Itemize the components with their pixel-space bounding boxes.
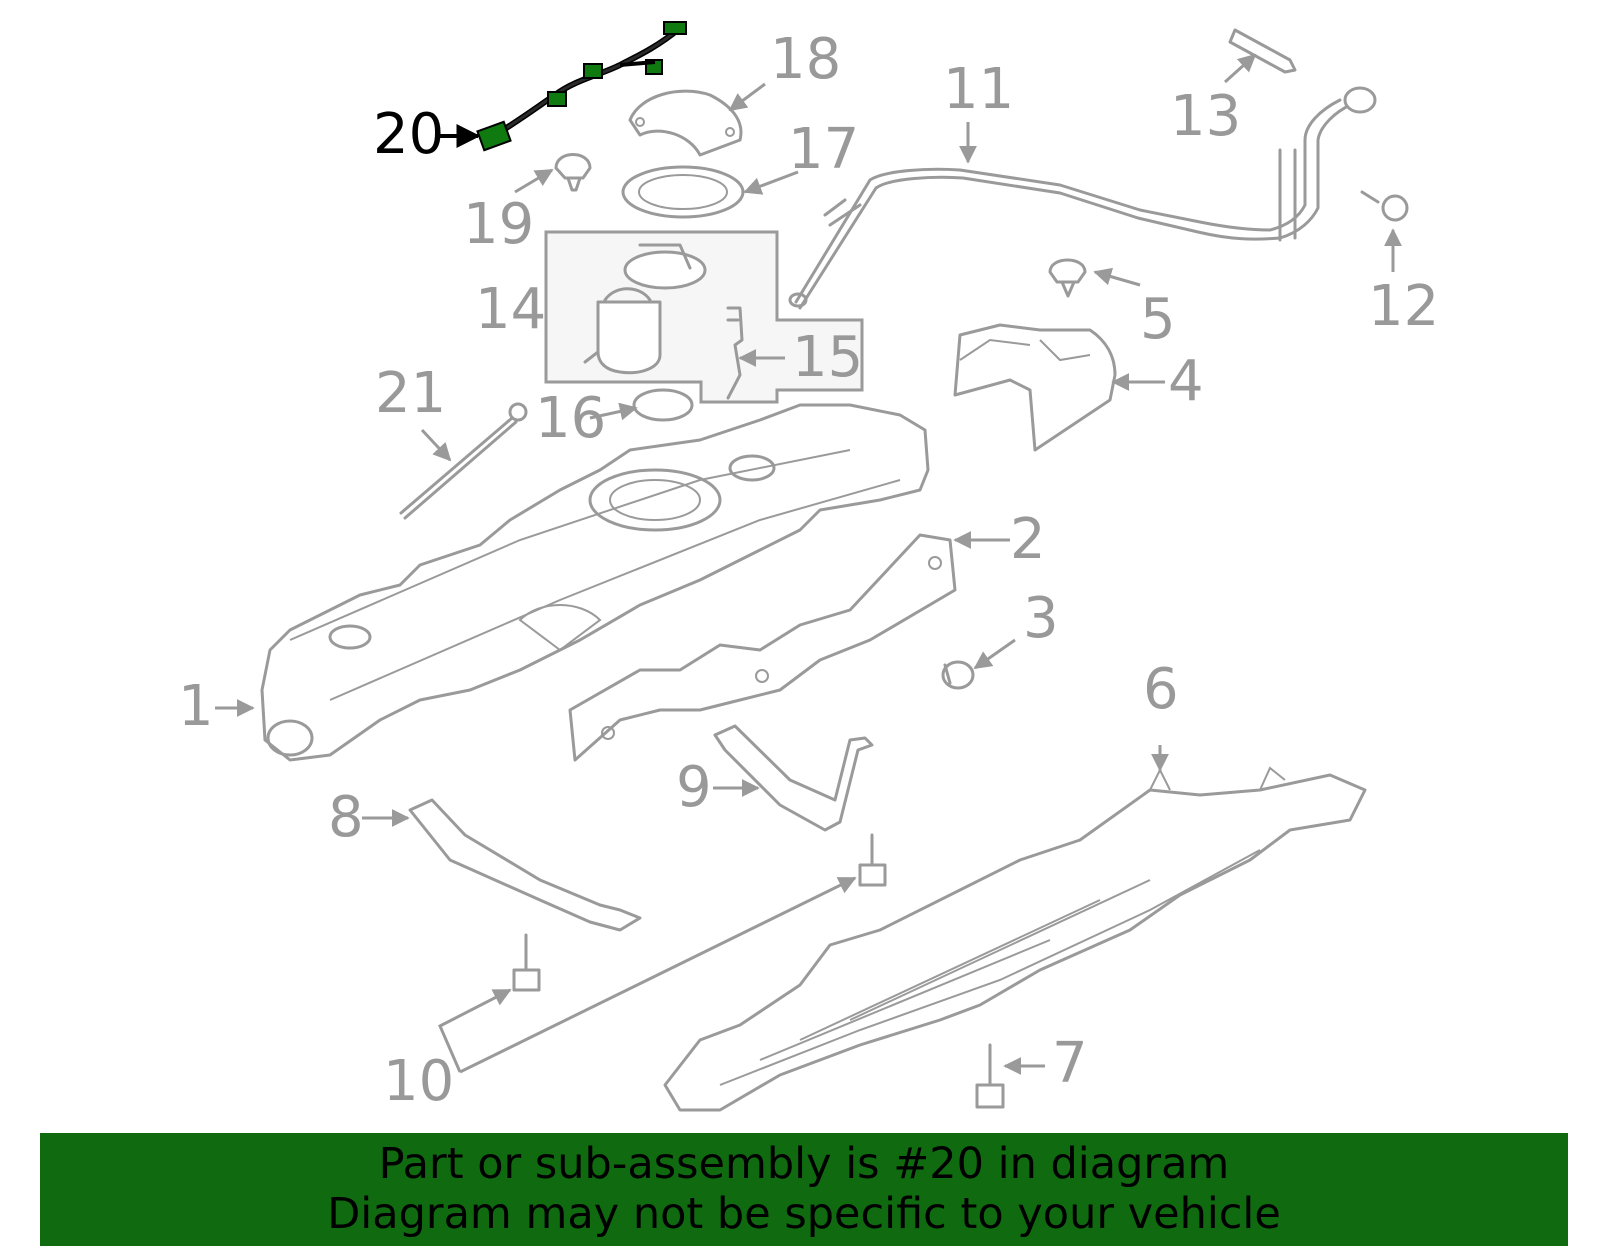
strap-part-9[interactable] [713,724,874,832]
fuel-tank-part-1[interactable] [260,403,930,762]
callout-16: 16 [535,386,606,451]
callout-14: 14 [475,277,546,342]
callout-12: 12 [1368,274,1439,339]
info-banner: Part or sub-assembly is #20 in diagram D… [40,1133,1568,1246]
hose-part-13[interactable] [1228,28,1297,74]
callout-10: 10 [383,1049,454,1114]
tube-part-21[interactable] [399,402,528,520]
callout-13: 13 [1170,84,1241,149]
strap-part-8[interactable] [408,798,642,932]
callout-3: 3 [1023,586,1059,651]
lock-ring-part-17[interactable] [621,165,745,219]
callout-4: 4 [1168,349,1204,414]
clip-part-3[interactable] [941,660,975,690]
sender-part-15[interactable] [726,306,744,400]
bolt-part-7[interactable] [975,1043,1005,1109]
heat-shield-part-4[interactable] [953,323,1117,452]
shield-part-18[interactable] [628,89,743,157]
callout-11: 11 [943,57,1014,122]
filler-pipe-part-11[interactable] [788,86,1377,310]
bolt-part-10-b[interactable] [512,933,541,992]
callout-21: 21 [375,361,446,426]
callout-6: 6 [1143,657,1179,722]
leader-lines [215,53,1402,1075]
clip-part-5[interactable] [1048,258,1087,298]
skid-plate-part-6[interactable] [663,766,1367,1112]
callout-18: 18 [770,27,841,92]
callout-17: 17 [788,117,859,182]
callout-9: 9 [676,755,712,820]
bracket-part-2[interactable] [568,533,957,762]
clip-part-19[interactable] [554,153,592,192]
callout-8: 8 [328,785,364,850]
callout-5: 5 [1140,287,1176,352]
banner-line-2: Diagram may not be specific to your vehi… [327,1189,1281,1239]
callout-20: 20 [373,102,444,167]
bolt-part-12[interactable] [1360,190,1409,222]
seal-part-16[interactable] [632,388,694,422]
callout-labels: 1 2 3 4 5 6 7 8 9 10 11 12 13 14 15 16 1… [178,27,1439,1114]
bolt-part-10-a[interactable] [858,833,887,887]
banner-line-1: Part or sub-assembly is #20 in diagram [378,1139,1230,1189]
callout-1: 1 [178,674,214,739]
callout-15: 15 [792,325,863,390]
callout-7: 7 [1052,1031,1088,1096]
wiring-harness-part-20[interactable] [476,21,687,152]
callout-2: 2 [1010,507,1046,572]
callout-19: 19 [463,192,534,257]
